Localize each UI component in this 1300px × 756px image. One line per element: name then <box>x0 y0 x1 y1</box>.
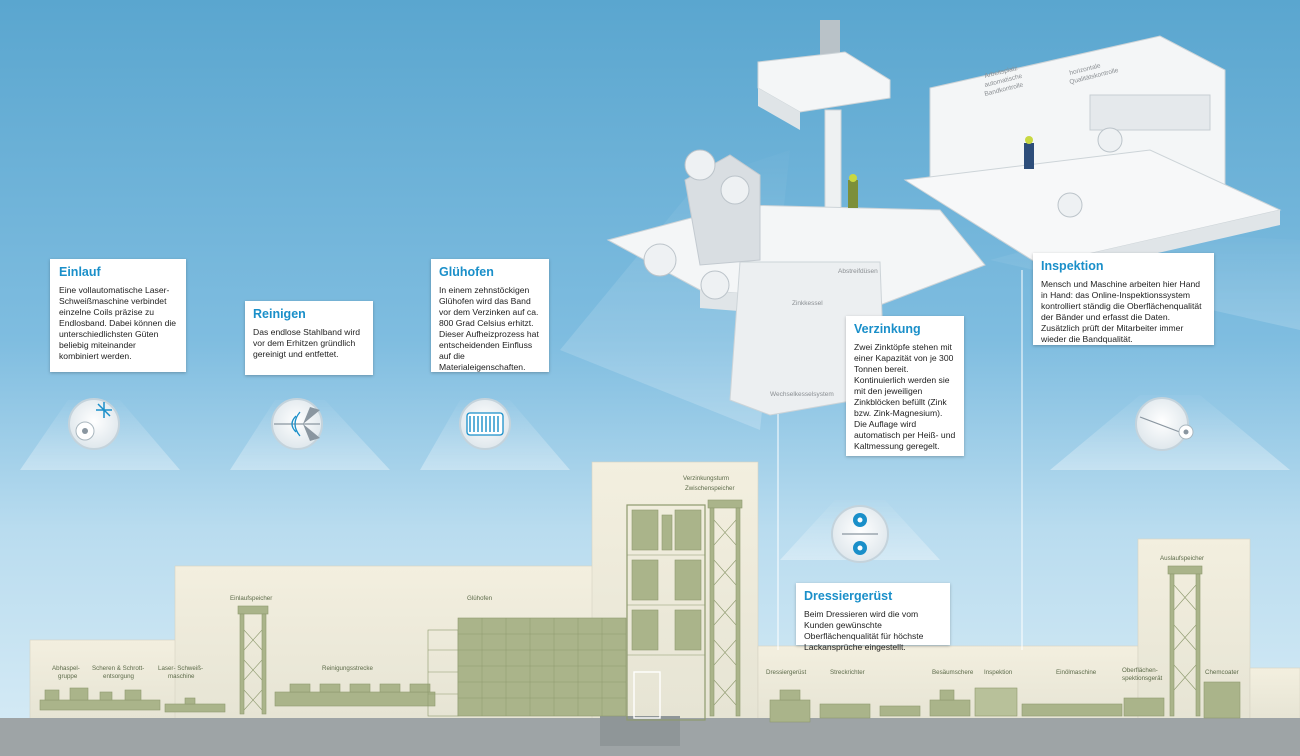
callout-reinigen-title: Reinigen <box>253 307 306 321</box>
callout-gluehofen: Glühofen In einem zehnstöckigen Glühofen… <box>431 259 549 372</box>
label-scheren-1: Scheren & Schrott- <box>92 665 144 672</box>
callout-dressiergeruest-title: Dressiergerüst <box>804 589 893 603</box>
callout-dressiergeruest-text: Beim Dressieren wird die vom Kunden gewü… <box>804 609 924 652</box>
callout-dressiergeruest: Dressiergerüst Beim Dressieren wird die … <box>796 583 950 652</box>
label-streckrichter: Streckrichter <box>830 669 865 676</box>
inspection-detail: Arbeitsplatz automatische Bandkontrolle … <box>903 35 1282 280</box>
label-inspektion: Inspektion <box>984 669 1013 676</box>
label-scheren-2: entsorgung <box>103 673 135 680</box>
label-wechselkesselsystem: Wechselkesselsystem <box>770 391 834 398</box>
label-chemcoater: Chemcoater <box>1205 669 1239 676</box>
label-reinigungsstrecke: Reinigungsstrecke <box>322 665 373 672</box>
callout-verzinkung-title: Verzinkung <box>854 322 921 336</box>
coil-inspection-icon <box>1135 397 1194 451</box>
label-zwischenspeicher: Zwischenspeicher <box>685 485 735 492</box>
zinc-coating-detail: Abstreifdüsen Zinkkessel Wechselkesselsy… <box>606 20 986 416</box>
callout-gluehofen-text: In einem zehnstöckigen Glühofen wird das… <box>439 285 539 372</box>
label-laser-1: Laser- Schweiß- <box>158 665 203 672</box>
callout-reinigen: Reinigen Das endlose Stahlband wird vor … <box>245 301 373 375</box>
label-abstreifduesen: Abstreifdüsen <box>838 268 878 275</box>
furnace-coil-icon <box>459 398 511 450</box>
callout-inspektion-title: Inspektion <box>1041 259 1104 273</box>
callout-verzinkung: Verzinkung Zwei Zinktöpfe stehen mit ein… <box>846 316 964 456</box>
label-oberflaechen-1: Oberflächen- <box>1122 667 1158 674</box>
label-zinkkessel: Zinkkessel <box>792 300 823 307</box>
plant-machinery <box>39 499 1241 723</box>
label-abhaspel-2: gruppe <box>58 673 78 680</box>
callout-einlauf: Einlauf Eine vollautomatische Laser-Schw… <box>50 259 186 372</box>
rollers-icon <box>831 505 889 563</box>
coil-welding-icon <box>68 398 120 450</box>
plant-labels: Abhaspel- gruppe Scheren & Schrott- ents… <box>52 475 1239 682</box>
callout-verzinkung-text: Zwei Zinktöpfe stehen mit einer Kapazitä… <box>854 342 956 451</box>
label-einlaufspeicher: Einlaufspeicher <box>230 595 272 602</box>
plant-buildings <box>29 461 1300 721</box>
callout-einlauf-title: Einlauf <box>59 265 101 279</box>
label-oberflaechen-2: spektionsgerät <box>1122 675 1163 682</box>
label-abhaspel-1: Abhaspel- <box>52 665 80 672</box>
cleaning-spray-icon <box>271 398 323 450</box>
label-auslaufspeicher: Auslaufspeicher <box>1160 555 1204 562</box>
label-verzinkungsturm: Verzinkungsturm <box>683 475 729 482</box>
leader-lines <box>777 270 1023 650</box>
label-gluehofen: Glühofen <box>467 595 493 602</box>
callout-inspektion-text: Mensch und Maschine arbeiten hier Hand i… <box>1041 279 1202 344</box>
callout-inspektion: Inspektion Mensch und Maschine arbeiten … <box>1033 253 1214 345</box>
callout-gluehofen-title: Glühofen <box>439 265 494 279</box>
label-dressiergeruest: Dressiergerüst <box>766 669 807 676</box>
label-laser-2: maschine <box>168 673 195 680</box>
label-einoelmaschine: Einölmaschine <box>1056 669 1097 676</box>
callout-einlauf-text: Eine vollautomatische Laser-Schweißmasch… <box>59 285 177 361</box>
label-besaeumschere: Besäumschere <box>932 669 974 676</box>
callout-reinigen-text: Das endlose Stahlband wird vor dem Erhit… <box>253 327 361 359</box>
